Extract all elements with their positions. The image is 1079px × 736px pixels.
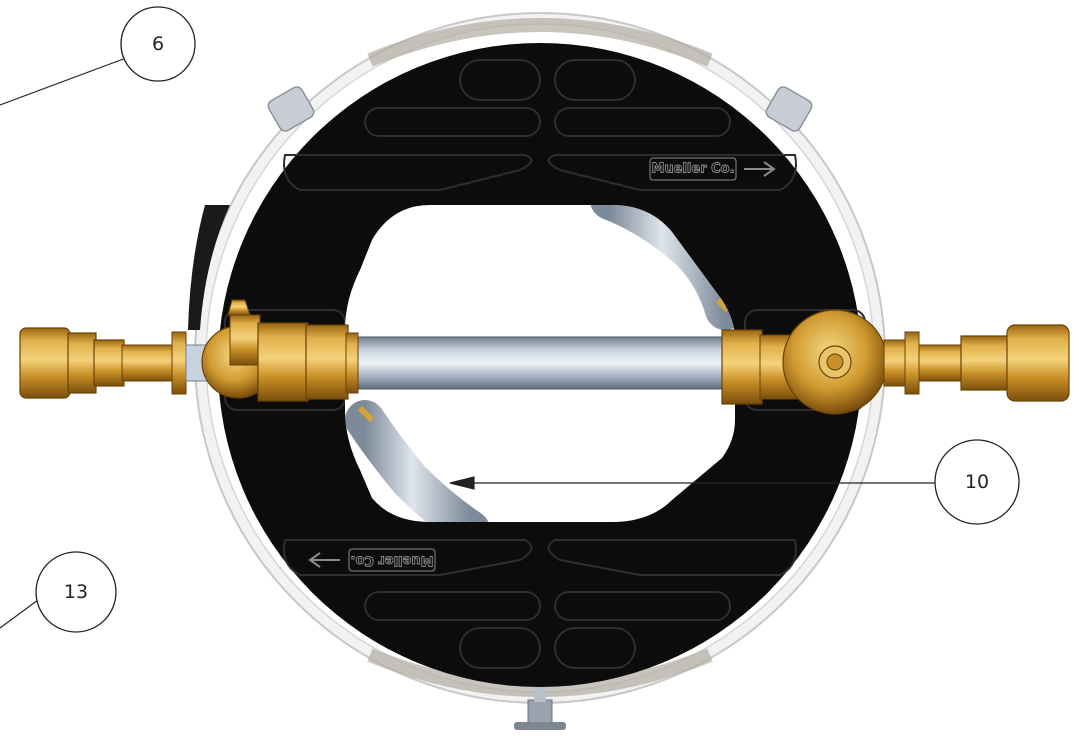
leader-13 xyxy=(0,599,39,629)
balloon-6: 6 xyxy=(120,6,196,82)
housing-lug-left xyxy=(267,86,315,132)
leader-lines xyxy=(0,57,935,629)
logo-top: Mueller Co. xyxy=(649,157,776,181)
leader-6 xyxy=(0,57,127,106)
arrow-right-icon xyxy=(744,161,776,177)
balloon-10: 10 xyxy=(934,439,1020,525)
right-valve-body xyxy=(721,309,907,415)
balloon-6-label: 6 xyxy=(152,33,164,55)
leader-10-arrowhead xyxy=(449,476,475,490)
logo-bottom: Mueller Co. xyxy=(308,548,436,572)
arrow-left-icon xyxy=(308,552,340,568)
housing-lug-right xyxy=(765,86,813,132)
balloon-13: 13 xyxy=(35,551,117,633)
bottom-drain-fitting xyxy=(514,682,566,730)
pipe-assembly xyxy=(19,299,1070,415)
left-valve-body xyxy=(201,299,359,402)
balloon-13-label: 13 xyxy=(64,581,88,603)
logo-top-text: Mueller Co. xyxy=(651,162,734,177)
left-compression-fitting xyxy=(19,327,209,399)
logo-bottom-text: Mueller Co. xyxy=(350,553,433,568)
balloon-10-label: 10 xyxy=(965,471,989,493)
right-compression-fitting xyxy=(904,324,1070,402)
